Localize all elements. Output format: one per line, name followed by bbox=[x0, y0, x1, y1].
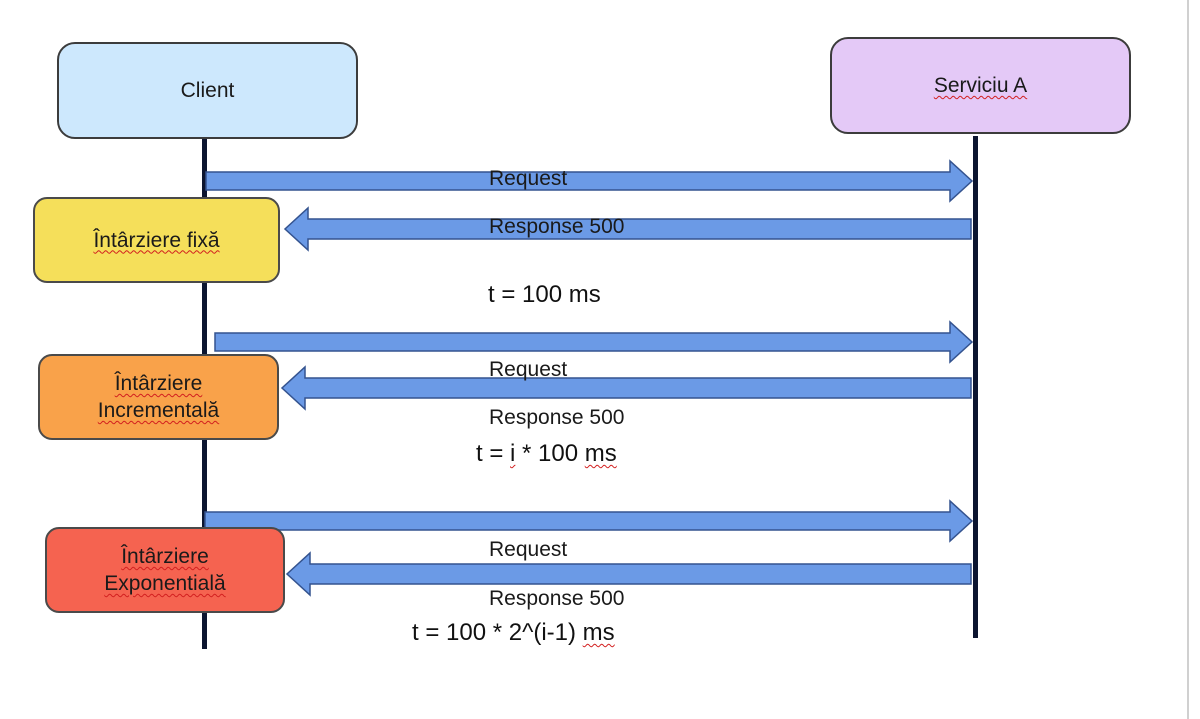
strategy-name-incremental-line2: Incrementală bbox=[97, 399, 220, 422]
strategy-box-fixed: Întârziere fixă bbox=[33, 197, 280, 283]
strategy-box-incremental: Întârziere Incrementală bbox=[38, 354, 279, 440]
response-label-incremental: Response 500 bbox=[489, 406, 625, 429]
delay-formula-fixed-text: t = 100 ms bbox=[488, 281, 601, 308]
strategy-name-fixed: Întârziere fixă bbox=[93, 228, 220, 252]
window-right-border bbox=[1187, 0, 1189, 719]
strategy-box-exponential: Întârziere Exponentială bbox=[45, 527, 285, 613]
response-label-exponential: Response 500 bbox=[489, 587, 625, 610]
request-label-incremental: Request bbox=[489, 358, 568, 381]
delay-formula-incremental-part2: i bbox=[510, 440, 516, 467]
delay-formula-incremental-part1: t = bbox=[476, 440, 511, 467]
delay-formula-incremental-part4: ms bbox=[584, 440, 617, 467]
request-arrow-fixed bbox=[205, 159, 974, 203]
strategy-name-exponential-line2: Exponentială bbox=[104, 572, 226, 595]
delay-formula-incremental: t = i * 100 ms bbox=[476, 440, 617, 468]
request-label-fixed: Request bbox=[489, 167, 568, 190]
request-arrow-incremental bbox=[214, 320, 974, 364]
response-arrow-exponential bbox=[285, 551, 972, 597]
request-arrow-exponential bbox=[204, 499, 974, 543]
delay-formula-fixed: t = 100 ms bbox=[488, 281, 601, 309]
strategy-name-incremental-line1: Întârziere bbox=[114, 372, 203, 395]
delay-formula-exponential-part2: ms bbox=[582, 619, 615, 646]
service-a-label: Serviciu A bbox=[933, 74, 1028, 97]
client-box: Client bbox=[57, 42, 358, 139]
strategy-name-exponential-line1: Întârziere bbox=[121, 545, 209, 568]
response-arrow-fixed bbox=[283, 206, 972, 252]
client-label: Client bbox=[180, 79, 235, 102]
service-lifeline bbox=[973, 136, 978, 638]
response-label-fixed: Response 500 bbox=[489, 215, 625, 238]
delay-formula-incremental-part3: * 100 bbox=[515, 440, 585, 467]
service-a-box: Serviciu A bbox=[830, 37, 1131, 134]
delay-formula-exponential-part1: t = 100 * 2^(i-1) bbox=[412, 619, 583, 646]
request-label-exponential: Request bbox=[489, 538, 568, 561]
response-arrow-incremental bbox=[280, 365, 972, 411]
delay-formula-exponential: t = 100 * 2^(i-1) ms bbox=[412, 619, 615, 647]
